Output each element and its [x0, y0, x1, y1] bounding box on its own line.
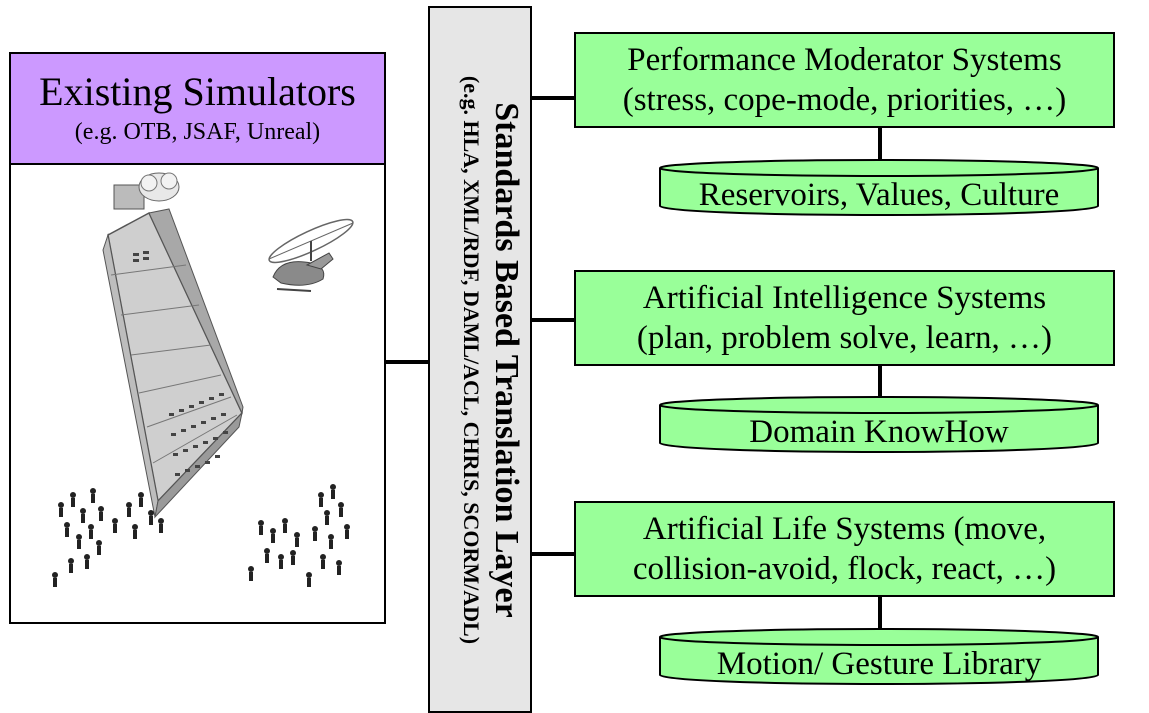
helicopter-illustration — [268, 218, 354, 292]
motion-gesture-library-database: Motion/ Gesture Library — [658, 627, 1100, 687]
translation-layer-title: Standards Based Translation Layer — [488, 101, 525, 618]
database-label: Domain KnowHow — [749, 414, 1009, 450]
existing-simulators-panel: Existing Simulators (e.g. OTB, JSAF, Unr… — [9, 52, 386, 624]
database-cylinder-icon — [659, 396, 1099, 453]
translation-layer-text: Standards Based Translation Layer (e.g. … — [430, 10, 530, 710]
reservoirs-values-culture-database: Reservoirs, Values, Culture — [658, 158, 1100, 218]
crowd-right-illustration — [248, 484, 350, 587]
simulators-header: Existing Simulators (e.g. OTB, JSAF, Unr… — [11, 54, 384, 165]
database-cylinder-icon — [659, 628, 1099, 685]
database-cylinder-icon — [659, 159, 1099, 216]
system-line-2: (stress, cope-mode, priorities, …) — [622, 82, 1067, 118]
system-line-2: collision-avoid, flock, react, …) — [632, 551, 1057, 587]
domain-knowhow-database: Domain KnowHow — [658, 395, 1100, 455]
simulation-scene-illustration — [52, 172, 354, 587]
artificial-life-systems-box: Artificial Life Systems (move, collision… — [574, 501, 1115, 597]
performance-moderator-systems-box: Performance Moderator Systems (stress, c… — [574, 32, 1115, 128]
system-line-1: Artificial Intelligence Systems — [642, 280, 1047, 316]
database-label: Motion/ Gesture Library — [716, 646, 1042, 682]
simulators-title: Existing Simulators — [39, 69, 356, 114]
translation-layer-subtitle: (e.g. HLA, XML/RDF, DAML/ACL, CHRIS, SCO… — [459, 75, 484, 644]
translation-layer-bar: Standards Based Translation Layer (e.g. … — [428, 6, 532, 713]
database-label: Reservoirs, Values, Culture — [698, 177, 1060, 213]
system-line-1: Artificial Life Systems (move, — [642, 511, 1047, 547]
building-illustration — [102, 172, 244, 519]
system-line-2: (plan, problem solve, learn, …) — [636, 320, 1053, 356]
system-line-1: Performance Moderator Systems — [627, 42, 1062, 78]
simulators-subtitle: (e.g. OTB, JSAF, Unreal) — [74, 119, 321, 145]
crowd-left-illustration — [52, 488, 164, 587]
artificial-intelligence-systems-box: Artificial Intelligence Systems (plan, p… — [574, 270, 1115, 366]
